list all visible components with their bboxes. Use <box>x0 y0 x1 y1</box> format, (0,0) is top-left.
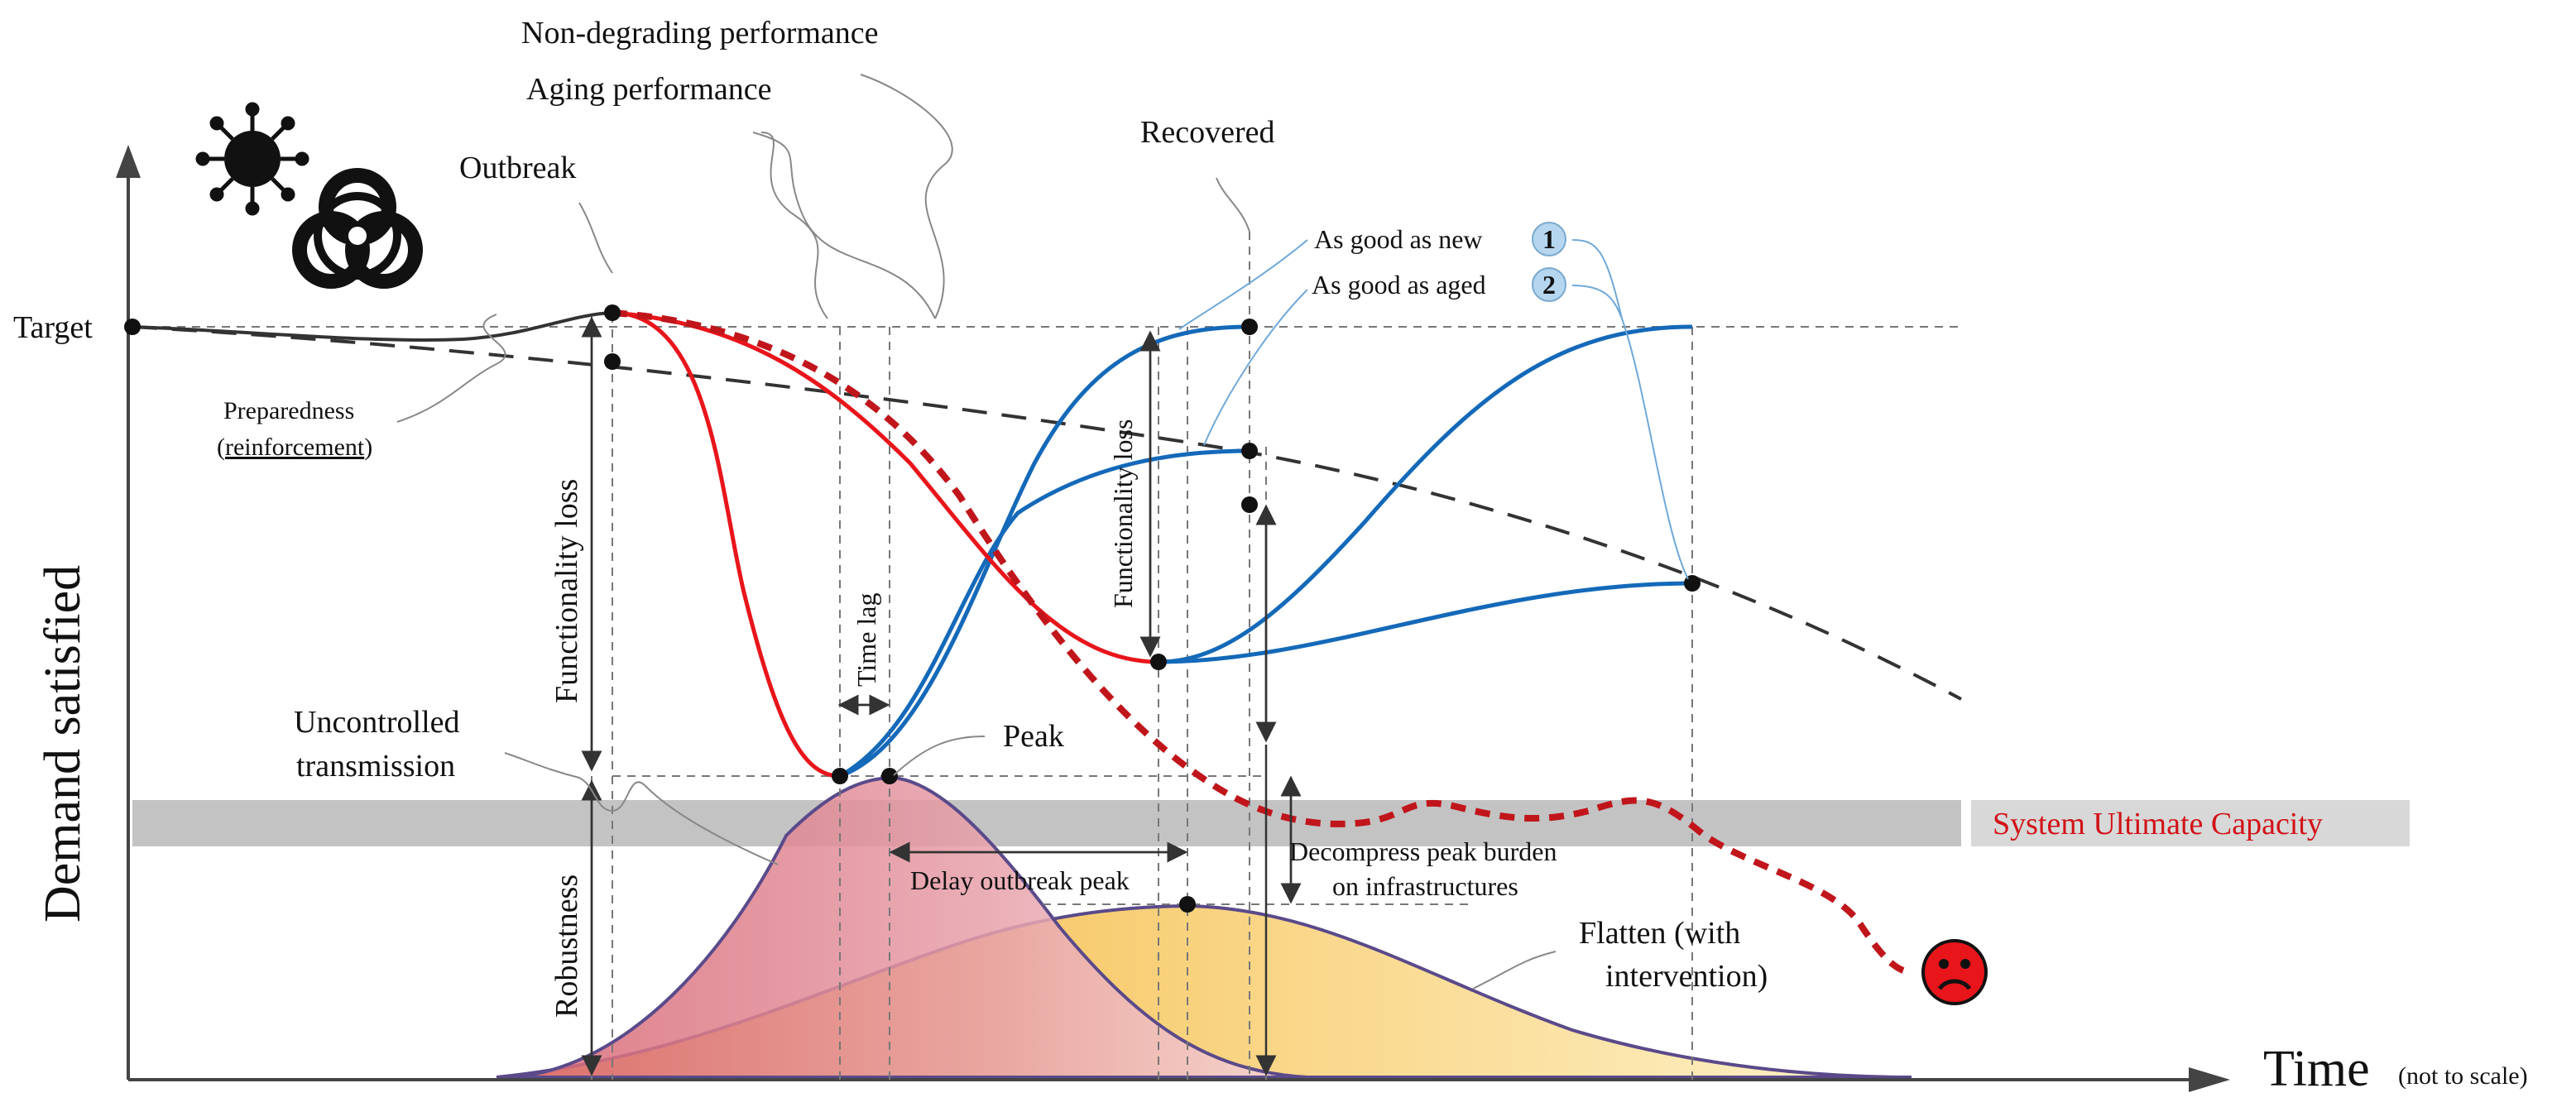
reinforcement-label: (reinforcement) <box>217 434 372 461</box>
uncontrolled-label-1: Uncontrolled <box>294 705 460 740</box>
target-label: Target <box>13 310 93 345</box>
recovered-label: Recovered <box>1140 115 1274 150</box>
non-degrading-label: Non-degrading performance <box>521 16 879 50</box>
y-axis-arrow <box>116 145 141 178</box>
flatten-label-2: intervention) <box>1605 959 1768 994</box>
badge-2-text: 2 <box>1542 270 1556 300</box>
recovery-curves <box>838 324 1693 779</box>
time-lag-label: Time lag <box>851 593 881 688</box>
uncontrolled-trajectory <box>612 309 1912 975</box>
x-axis-note: (not to scale) <box>2398 1062 2528 1090</box>
flatten-label-1: Flatten (with <box>1579 916 1740 951</box>
aging-performance-line <box>132 325 1962 701</box>
measure-arrows <box>581 316 1302 1076</box>
pre-outbreak-line <box>132 311 613 343</box>
virus-icon <box>195 102 309 216</box>
degradation-curves <box>612 310 1159 779</box>
capacity-band <box>132 800 1961 846</box>
badge-1-text: 1 <box>1542 224 1556 254</box>
uncontrolled-label-2: transmission <box>296 749 455 784</box>
badge-2-icon <box>1532 267 1566 302</box>
callout-lines <box>396 74 1689 990</box>
badge-1-icon <box>1532 222 1566 256</box>
sad-face-icon <box>1921 939 1988 1005</box>
system-capacity-label: System Ultimate Capacity <box>1993 807 2323 841</box>
decompress-label-1: Decompress peak burden <box>1289 836 1557 866</box>
functionality-loss-right-label: Functionality loss <box>1108 419 1138 608</box>
y-axis-label: Demand satisfied <box>35 565 91 922</box>
peak-label: Peak <box>1003 719 1064 754</box>
delay-peak-label: Delay outbreak peak <box>910 865 1130 895</box>
biohazard-icon <box>292 168 423 289</box>
decompress-label-2: on infrastructures <box>1332 871 1518 901</box>
x-axis-label: Time <box>2263 1041 2370 1097</box>
as-good-as-new-label: As good as new <box>1314 224 1483 254</box>
guide-lines <box>591 232 1693 1080</box>
robustness-label: Robustness <box>549 875 584 1018</box>
functionality-loss-left-label: Functionality loss <box>549 479 584 703</box>
as-good-as-aged-label: As good as aged <box>1312 270 1486 300</box>
preparedness-label: Preparedness <box>223 397 354 424</box>
capacity-label-box <box>1971 800 2410 846</box>
aging-label: Aging performance <box>526 72 772 107</box>
x-axis-arrow <box>2189 1067 2230 1092</box>
outbreak-label: Outbreak <box>459 151 576 185</box>
